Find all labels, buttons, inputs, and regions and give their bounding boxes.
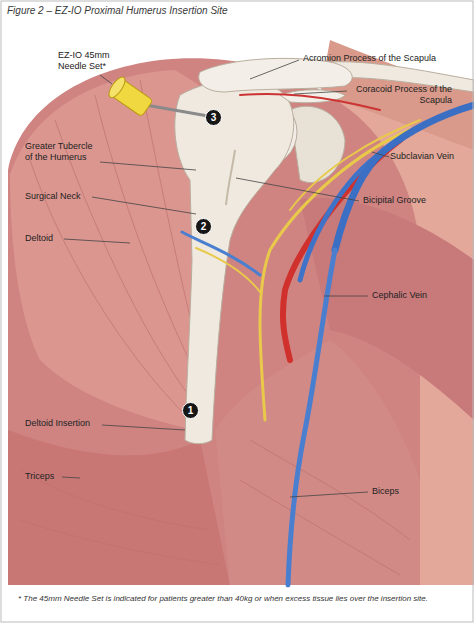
illustration-part — [175, 80, 294, 444]
illustration-part — [226, 150, 235, 205]
illustration-part — [236, 178, 359, 201]
illustration-part — [250, 60, 299, 79]
part-label: Acromion Process of the Scapula — [303, 53, 463, 64]
part-label: Deltoid — [25, 233, 85, 244]
illustration-part — [290, 492, 368, 497]
illustration-part — [20, 520, 220, 565]
footnote: * The 45mm Needle Set is indicated for p… — [18, 594, 458, 604]
illustration-part — [106, 75, 154, 119]
illustration-part — [62, 477, 80, 478]
part-label: Cephalic Vein — [372, 290, 462, 301]
part-label: Greater Tubercle of the Humerus — [25, 141, 101, 163]
illustration-part — [335, 105, 474, 250]
part-label: Surgical Neck — [25, 191, 105, 202]
part-label: Deltoid Insertion — [25, 418, 115, 429]
illustration-part — [324, 296, 368, 297]
illustration-part — [64, 239, 130, 243]
callout-text: 3 — [211, 113, 217, 123]
illustration-part — [196, 248, 260, 292]
part-label: EZ-IO 45mm Needle Set* — [58, 50, 122, 72]
callout-number: 1 — [182, 402, 199, 419]
illustration-part — [290, 106, 345, 182]
illustration-part — [102, 425, 185, 430]
soft-tissue — [8, 40, 474, 585]
figure-title: Figure 2 – EZ-IO Proximal Humerus Insert… — [7, 5, 367, 16]
needle-set — [106, 75, 208, 119]
illustration-part — [140, 104, 208, 116]
illustration-part — [372, 152, 389, 157]
leader-lines — [62, 60, 389, 497]
illustration-part — [199, 58, 352, 92]
callout-number: 3 — [205, 109, 222, 126]
vessels-and-nerves — [182, 94, 474, 585]
part-label: Coracoid Process of the Scapula — [352, 84, 452, 106]
illustration-part — [294, 91, 347, 94]
illustration-part — [8, 430, 230, 585]
callout-text: 1 — [188, 406, 194, 416]
part-label: Triceps — [25, 471, 85, 482]
illustration-part — [20, 470, 210, 530]
illustration-part — [215, 340, 420, 585]
illustration-part — [106, 75, 128, 100]
callout-text: 2 — [201, 222, 207, 232]
illustration-part — [283, 140, 400, 360]
illustration-part — [100, 162, 196, 170]
illustration-part — [288, 250, 335, 585]
bones — [175, 58, 474, 443]
part-label: Bicipital Groove — [363, 195, 463, 206]
illustration-part — [182, 232, 260, 275]
illustration-part — [92, 197, 196, 214]
illustration-part — [240, 94, 380, 110]
part-label: Biceps — [372, 486, 452, 497]
illustration-part — [100, 75, 112, 84]
part-label: Subclavian Vein — [390, 151, 468, 162]
callout-number: 2 — [195, 218, 212, 235]
illustration-part — [260, 130, 410, 420]
